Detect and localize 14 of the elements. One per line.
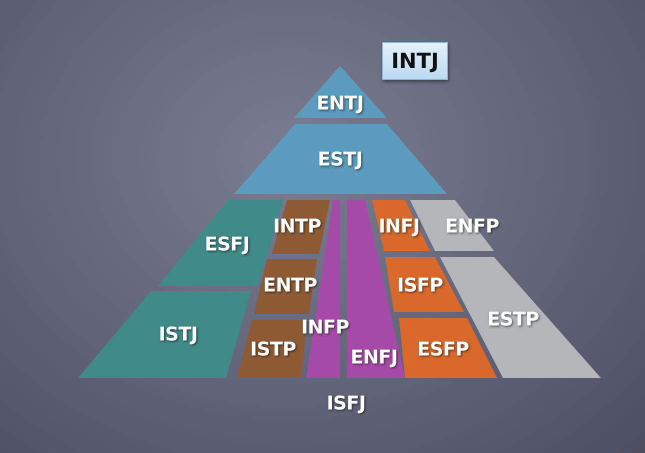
type-label: ISFP [397, 276, 443, 296]
type-label: ISTP [250, 340, 296, 360]
type-label: ISFJ [326, 394, 366, 414]
type-label: INTP [273, 218, 321, 236]
type-badge: INTJ [382, 42, 448, 80]
type-label: ENFJ [350, 348, 398, 368]
type-label: ESFP [417, 340, 469, 360]
type-label: INFJ [378, 218, 420, 236]
type-label: ESFJ [204, 236, 250, 254]
type-label: ESTP [487, 310, 539, 330]
type-label: ENTJ [316, 94, 364, 114]
type-label: ISTJ [158, 326, 198, 344]
type-label: ESTJ [318, 150, 362, 170]
type-label: ENTP [263, 276, 317, 296]
